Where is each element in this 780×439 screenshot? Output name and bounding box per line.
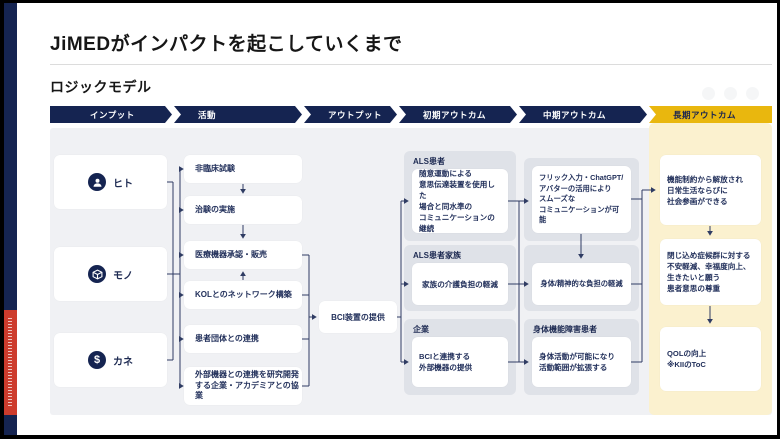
group-label: ALS患者家族 <box>413 251 461 260</box>
vertical-text-marker <box>8 318 12 406</box>
left-accent-bar <box>4 3 17 435</box>
activity-box: 治験の実施 <box>184 196 302 224</box>
cube-icon <box>88 265 106 283</box>
header-segment-mid-outcome: 中期アウトカム <box>519 106 647 123</box>
output-box-bci: BCI装置の提供 <box>319 301 397 333</box>
slide: JiMEDがインパクトを起こしていくまで ロジックモデル インプット 活動 アウ… <box>4 3 777 435</box>
slide-dot <box>702 87 715 100</box>
activity-box: 非臨床試験 <box>184 155 302 183</box>
activity-box: KOLとのネットワーク構築 <box>184 281 302 309</box>
section-subtitle: ロジックモデル <box>50 79 152 95</box>
page-title: JiMEDがインパクトを起こしていくまで <box>50 34 403 55</box>
input-card-money: $ カネ <box>54 333 167 387</box>
header-segment-output: アウトプット <box>304 106 397 123</box>
input-label: ヒト <box>113 178 133 190</box>
slide-dot <box>746 87 759 100</box>
initial-outcome-box: 随意運動による 意思伝達装置を使用した 場合と同水準の コミュニケーションの継続 <box>412 169 508 233</box>
mid-outcome-box: 身体/精神的な負担の軽減 <box>532 263 631 305</box>
person-icon <box>88 173 106 191</box>
title-divider <box>50 64 772 65</box>
money-icon: $ <box>88 351 106 369</box>
header-segment-activities: 活動 <box>174 106 302 123</box>
input-label: モノ <box>113 270 133 282</box>
header-segment-input: インプット <box>50 106 172 123</box>
long-outcome-box: 機能制約から解放され 日常生活ならびに 社会参画ができる <box>660 155 761 225</box>
input-label: カネ <box>113 356 133 368</box>
long-outcome-box: 閉じ込め症候群に対する 不安軽減、幸福度向上、 生きたいと願う 患者意思の尊重 <box>660 239 761 305</box>
red-tag <box>4 310 17 415</box>
long-outcome-box: QOLの向上 ※KIIのToC <box>660 327 761 391</box>
activity-box: 外部機器との連携を研究開発 する企業・アカデミアとの協業 <box>184 367 302 405</box>
group-label: ALS患者 <box>413 157 445 166</box>
input-card-goods: モノ <box>54 247 167 301</box>
initial-outcome-box: 家族の介護負担の軽減 <box>412 263 508 305</box>
group-label: 身体機能障害患者 <box>533 325 597 334</box>
header-segment-initial-outcome: 初期アウトカム <box>399 106 517 123</box>
mid-outcome-box: 身体活動が可能になり 活動範囲が拡張する <box>532 337 631 387</box>
input-card-people: ヒト <box>54 155 167 209</box>
slide-dot <box>724 87 737 100</box>
activity-box: 患者団体との連携 <box>184 325 302 353</box>
mid-outcome-box: フリック入力・ChatGPT/ アバターの活用により スムーズな コミュニケーシ… <box>532 166 631 233</box>
group-label: 企業 <box>413 325 429 334</box>
activity-box: 医療機器承認・販売 <box>184 241 302 269</box>
header-segment-long-outcome: 長期アウトカム <box>649 106 772 123</box>
initial-outcome-box: BCIと連携する 外部機器の提供 <box>412 337 508 387</box>
